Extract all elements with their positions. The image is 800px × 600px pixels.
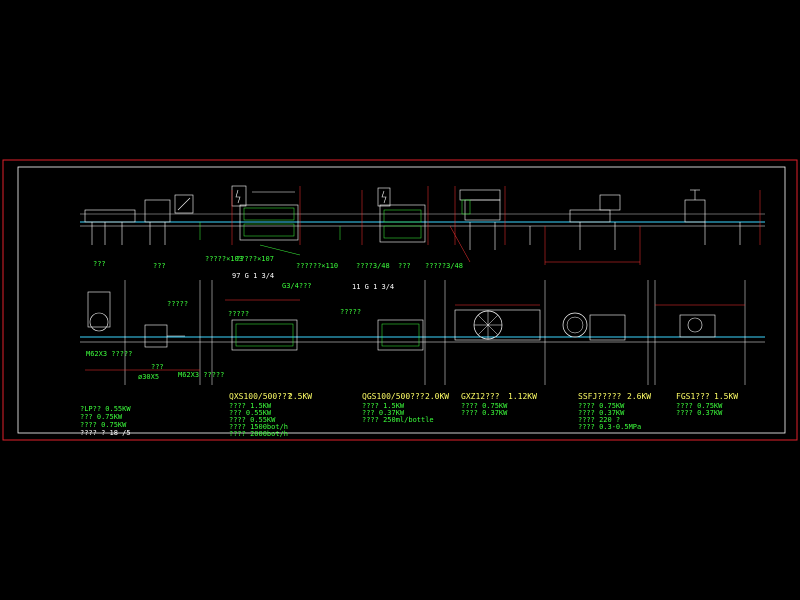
outer-frame bbox=[2, 159, 798, 441]
spec-row: ???? 1.5KW bbox=[229, 402, 272, 410]
top-label-g: G3/4??? bbox=[282, 282, 312, 290]
spec-power: 2.5KW bbox=[288, 392, 313, 401]
top-label-a: ??? bbox=[93, 260, 106, 268]
top-label-e: ??????×110 bbox=[296, 262, 339, 270]
bottom-label-a: M62X3 ????? bbox=[86, 350, 133, 358]
top-label-j: ?????3/48 bbox=[425, 262, 463, 270]
bottom-label-c: ????? bbox=[340, 308, 362, 316]
top-label-k: 11 G 1 3/4 bbox=[352, 283, 395, 291]
left-spec-row: ???? 0.75KW bbox=[80, 421, 127, 429]
bottom-label-g: ????? bbox=[228, 310, 250, 318]
spec-row: ???? 0.55KW bbox=[229, 416, 276, 424]
spec-row: ???? 220 ? bbox=[578, 416, 621, 424]
spec-row: ??? 0.55KW bbox=[229, 409, 272, 417]
bottom-production-line bbox=[80, 280, 765, 385]
top-label-c: ?????×103 bbox=[205, 255, 243, 263]
inner-frame bbox=[17, 166, 786, 434]
spec-title: SSFJ????? bbox=[578, 392, 622, 401]
spec-row: ???? 2000bot/h bbox=[229, 430, 289, 438]
spec-row: ???? 0.3-0.5MPa bbox=[578, 423, 642, 431]
left-spec-row: ?LP?? 0.55KW bbox=[80, 405, 131, 413]
spec-title: QXS100/500??? bbox=[229, 392, 292, 401]
top-production-line bbox=[80, 185, 765, 265]
spec-row: ??? 0.37KW bbox=[362, 409, 405, 417]
spec-power: 2.6KW bbox=[627, 392, 652, 401]
bottom-label-f: ??? bbox=[151, 363, 164, 371]
spec-power: 1.5KW bbox=[714, 392, 739, 401]
left-spec-row: ??? 0.75KW bbox=[80, 413, 123, 421]
bottom-label-b: ????? bbox=[167, 300, 189, 308]
spec-row: ???? 250ml/bottle bbox=[362, 416, 434, 424]
spec-row: ???? 0.75KW bbox=[461, 402, 508, 410]
spec-row: ???? 0.37KW bbox=[461, 409, 508, 417]
top-label-h: ????3/48 bbox=[356, 262, 390, 270]
top-label-b: ??? bbox=[153, 262, 166, 270]
spec-power: 2.0KW bbox=[425, 392, 450, 401]
spec-row: ???? 1500bot/h bbox=[229, 423, 289, 431]
top-label-f: 97 G 1 3/4 bbox=[232, 272, 275, 280]
spec-title: QGS100/500??? bbox=[362, 392, 425, 401]
spec-row: ???? 0.75KW bbox=[578, 402, 625, 410]
bottom-label-e: ø30X5 bbox=[138, 373, 160, 381]
spec-title: GXZ12??? bbox=[461, 392, 500, 401]
spec-row: ???? 1.5KW bbox=[362, 402, 405, 410]
spec-row: ???? 0.75KW bbox=[676, 402, 723, 410]
spec-power: 1.12KW bbox=[508, 392, 537, 401]
spec-row: ???? 0.37KW bbox=[676, 409, 723, 417]
top-label-d: ?????×107 bbox=[236, 255, 274, 263]
spec-row: ???? 0.37KW bbox=[578, 409, 625, 417]
bottom-label-d: M62X3 ????? bbox=[178, 371, 225, 379]
top-label-i: ??? bbox=[398, 262, 411, 270]
spec-title: FGS1??? bbox=[676, 392, 710, 401]
left-spec-row: ???? ? 18 /5 bbox=[80, 429, 131, 437]
